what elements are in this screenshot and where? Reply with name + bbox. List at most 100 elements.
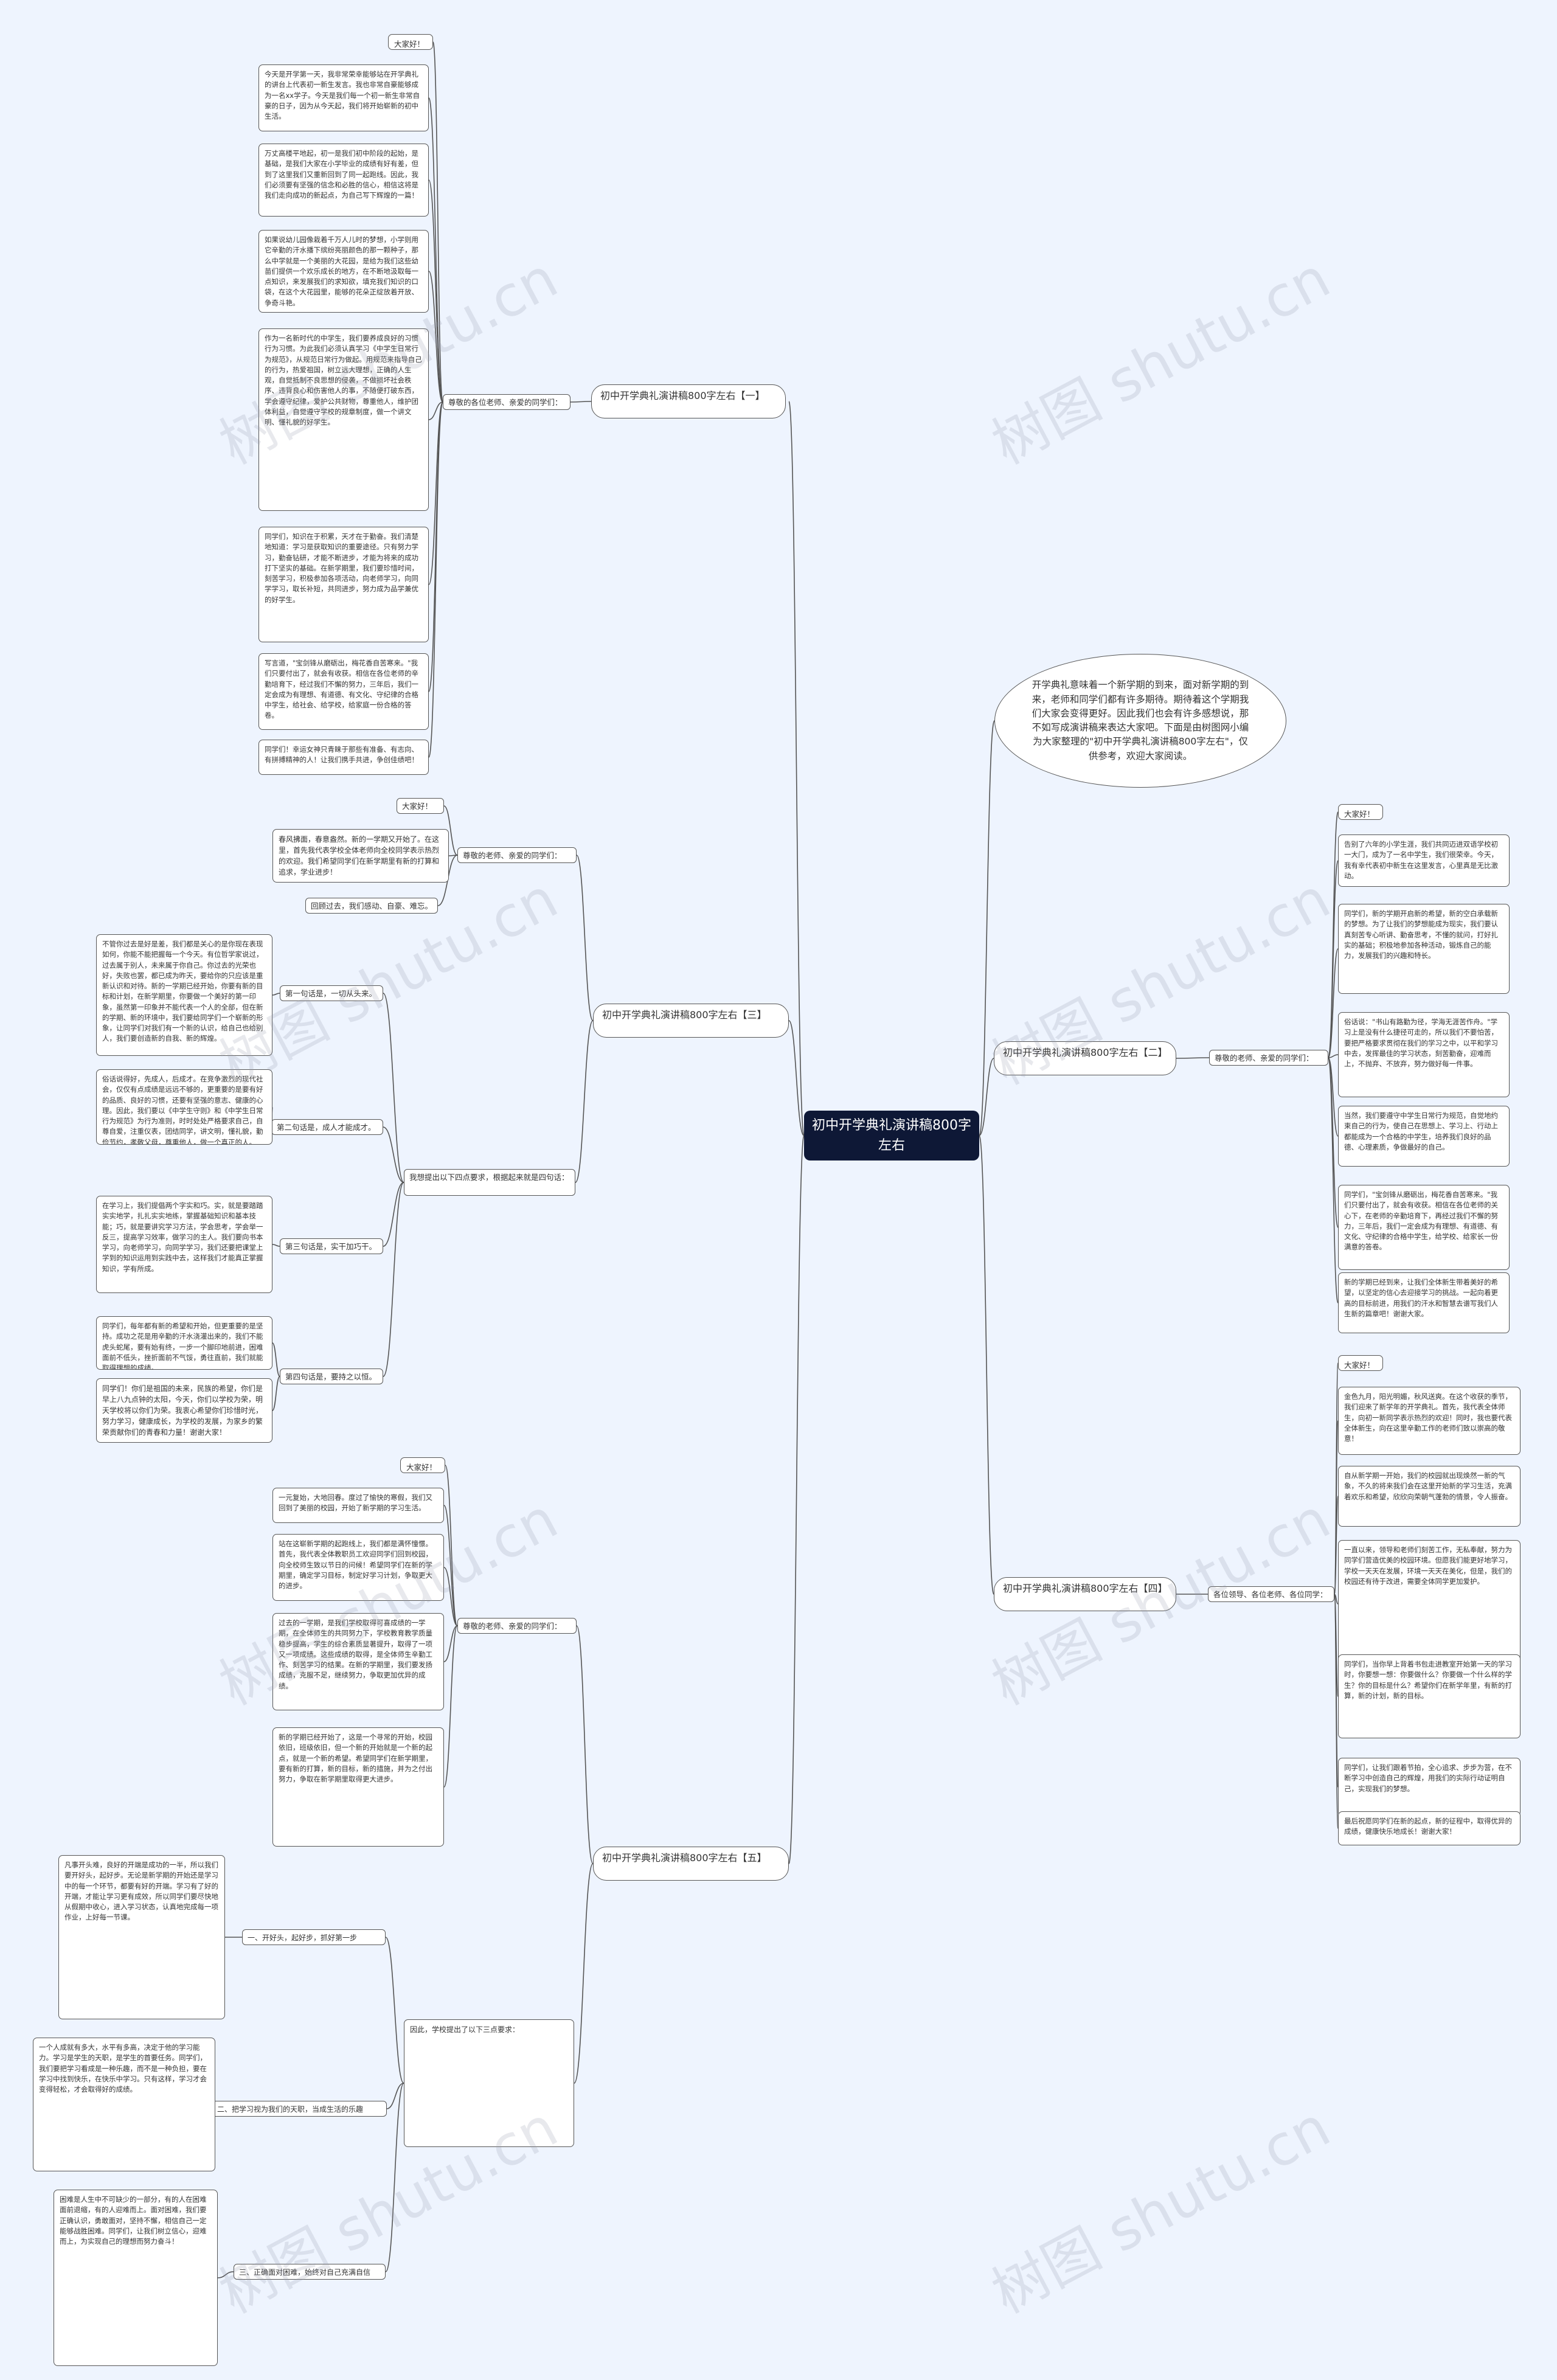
link-b1-p5	[428, 401, 443, 585]
branch-5-para-5: 新的学期已经开始了，这是一个寻常的开始，校园依旧，班级依旧，但一个新的开始就是一…	[272, 1727, 444, 1847]
branch-3-sub-1-text: 不管你过去是好是差，我们都是关心的是你现在表现如何，你能不能把握每一个今天。有位…	[96, 934, 272, 1056]
branch-5-para-3: 站在这崭新学期的起跑线上，我们都是满怀憧憬。首先，我代表全体教职员工欢迎同学们回…	[272, 1534, 444, 1601]
branch-4-para-5: 同学们，当你早上背着书包走进教室开始第一天的学习时，你要想一想：你要做什么？你要…	[1338, 1654, 1521, 1738]
branch-5-para-5-text: 新的学期已经开始了，这是一个寻常的开始，校园依旧，班级依旧，但一个新的开始就是一…	[279, 1733, 432, 1783]
branch-5-sub-3-text-text: 困难是人生中不可缺少的一部分，有的人在困难面前退缩，有的人迎难而上。面对困难，我…	[60, 2195, 207, 2246]
link-b2-p3	[1328, 1054, 1339, 1058]
branch-2-para-1-text: 大家好！	[1344, 810, 1375, 819]
root-node[interactable]: 初中开学典礼演讲稿800字左右	[804, 1111, 979, 1161]
branch-1-label: 初中开学典礼演讲稿800字左右【一】	[600, 390, 765, 401]
link-b5-p4	[443, 1625, 458, 1788]
branch-3-sub-4-text: 同学们，每年都有新的希望和开始，但更重要的是坚持。成功之花是用辛勤的汗水浇灌出来…	[96, 1316, 272, 1370]
link-b3-s0	[383, 993, 404, 1183]
branch-4-para-2-text: 金色九月，阳光明媚，秋风送爽。在这个收获的季节，我们迎来了新学年的开学典礼。首先…	[1344, 1392, 1512, 1443]
branch-2-greeting[interactable]: 尊敬的老师、亲爱的同学们：	[1209, 1050, 1328, 1066]
branch-4-greeting[interactable]: 各位领导、各位老师、各位同学：	[1208, 1586, 1334, 1602]
branch-1-greeting-text: 尊敬的各位老师、亲爱的同学们：	[448, 398, 563, 407]
branch-5-label: 初中开学典礼演讲稿800字左右【五】	[602, 1852, 767, 1864]
branch-3-sub-3-label: 第三句话是，实干加巧干。	[280, 1238, 383, 1254]
link-b2-p1	[1328, 860, 1339, 1058]
branch-3-sub-1-text-text: 不管你过去是好是差，我们都是关心的是你现在表现如何，你能不能把握每一个今天。有位…	[102, 940, 263, 1043]
branch-4-para-2: 金色九月，阳光明媚，秋风送爽。在这个收获的季节，我们迎来了新学年的开学典礼。首先…	[1338, 1387, 1521, 1455]
branch-1-para-7: 写言道，"宝剑锋从磨砺出，梅花香自苦寒来。"我们只要付出了，就会有收获。相信在各…	[258, 653, 429, 730]
branch-5-sub-1-label: 一、开好头，起好步，抓好第一步	[242, 1929, 386, 1945]
intro-node[interactable]: 开学典礼意味着一个新学期的到来，面对新学期的到来，老师和同学们都有许多期待。期待…	[994, 654, 1286, 788]
branch-5-para-2: 一元复始，大地回春。度过了愉快的寒假，我们又回到了美丽的校园，开始了新学期的学习…	[272, 1488, 444, 1523]
branch-5-sub-2-text: 一个人成就有多大，水平有多高，决定于他的学习能力。学习是学生的天职，是学生的首要…	[33, 2038, 215, 2171]
link-b1-p6	[428, 401, 443, 692]
link-b3-st0	[272, 993, 280, 996]
branch-3-para-1-text: 春风拂面，春意盎然。新的一学期又开始了。在这里，首先我代表学校全体老师向全校同学…	[279, 835, 440, 876]
link-b4-p2	[1334, 1496, 1339, 1595]
branch-4-label: 初中开学典礼演讲稿800字左右【四】	[1003, 1583, 1168, 1594]
branch-1-para-8-text: 同学们！幸运女神只青睐于那些有准备、有志向、有拼搏精神的人！让我们携手共进，争创…	[265, 745, 418, 765]
root-label: 初中开学典礼演讲稿800字左右	[812, 1118, 971, 1153]
branch-5-mid[interactable]: 因此，学校提出了以下三点要求：	[404, 2019, 574, 2147]
link-b3-end	[272, 1376, 280, 1411]
branch-2-para-4-text: 俗话说："书山有路勤为径，学海无涯苦作舟。"学习上是没有什么捷径可走的，所以我们…	[1344, 1018, 1498, 1068]
branch-1-para-3: 万丈高楼平地起，初一是我们初中阶段的起始，是基础，是我们大家在小学毕业的成绩有好…	[258, 144, 429, 217]
branch-5-para-2-text: 一元复始，大地回春。度过了愉快的寒假，我们又回到了美丽的校园，开始了新学期的学习…	[279, 1493, 432, 1513]
link-b5-s2	[385, 2083, 404, 2272]
link-b5-st2	[217, 2271, 234, 2278]
link-root-b3	[788, 1020, 805, 1136]
branch-4-para-4: 一直以来，领导和老师们刻苦工作，无私奉献，努力为同学们营造优美的校园环境。但愿我…	[1338, 1540, 1521, 1668]
link-b5-p3	[443, 1625, 458, 1662]
branch-2-title[interactable]: 初中开学典礼演讲稿800字左右【二】	[994, 1041, 1176, 1075]
branch-1-para-2-text: 今天是开学第一天，我非常荣幸能够站在开学典礼的讲台上代表初一新生发言。我也非常自…	[265, 70, 420, 120]
branch-4-para-6: 同学们，让我们跟着节拍，全心追求、步步为营，在不断学习中创造自己的辉煌，用我们的…	[1338, 1758, 1521, 1816]
branch-1-para-6: 同学们，知识在于积累，天才在于勤奋。我们清楚地知道：学习是获取知识的重要途径。只…	[258, 527, 429, 642]
branch-5-greeting[interactable]: 尊敬的老师、亲爱的同学们：	[457, 1618, 577, 1634]
link-b1-greet	[570, 401, 592, 403]
branch-5-sub-1-label-text: 一、开好头，起好步，抓好第一步	[248, 1934, 358, 1942]
branch-4-para-1: 大家好！	[1338, 1355, 1383, 1371]
branch-1-para-2: 今天是开学第一天，我非常荣幸能够站在开学典礼的讲台上代表初一新生发言。我也非常自…	[258, 64, 429, 131]
branch-2-greeting-text: 尊敬的老师、亲爱的同学们：	[1215, 1053, 1314, 1063]
branch-3-hello: 大家好！	[397, 798, 444, 814]
branch-2-para-2-text: 告别了六年的小学生涯，我们共同迈进双语学校初一大门，成为了一名中学生，我们很荣幸…	[1344, 840, 1498, 880]
link-b3-s3	[383, 1182, 404, 1377]
branch-2-para-5: 当然，我们要遵守中学生日常行为规范，自觉地约束自己的行为，使自己在思想上、学习上…	[1338, 1106, 1510, 1167]
branch-5-sub-3-label-text: 三、正确面对困难，始终对自己充满自信	[239, 2268, 371, 2277]
branch-4-para-3: 自从新学期一开始，我们的校园就出现焕然一新的气象，不久的将来我们会在这里开始新的…	[1338, 1466, 1521, 1527]
branch-4-para-7: 最后祝愿同学们在新的起点，新的征程中，取得优异的成绩，健康快乐地成长！谢谢大家！	[1338, 1811, 1521, 1845]
branch-5-para-4-text: 过去的一学期，是我们学校取得可喜成绩的一学期，在全体师生的共同努力下，学校教育教…	[279, 1618, 432, 1690]
branch-1-title[interactable]: 初中开学典礼演讲稿800字左右【一】	[591, 384, 786, 418]
branch-4-title[interactable]: 初中开学典礼演讲稿800字左右【四】	[994, 1577, 1176, 1611]
branch-2-para-3-text: 同学们，新的学期开启新的希望，新的空白承载新的梦想。为了让我们的梦想能成为现实，…	[1344, 909, 1498, 960]
branch-2-para-2: 告别了六年的小学生涯，我们共同迈进双语学校初一大门，成为了一名中学生，我们很荣幸…	[1338, 834, 1510, 887]
branch-5-greeting-text: 尊敬的老师、亲爱的同学们：	[463, 1622, 562, 1631]
branch-1-greeting[interactable]: 尊敬的各位老师、亲爱的同学们：	[443, 394, 570, 410]
branch-3-closing-text: 同学们！你们是祖国的未来，民族的希望，你们是早上八九点钟的太阳，今天，你们以学校…	[102, 1384, 263, 1437]
link-b2-p4	[1328, 1057, 1339, 1137]
branch-5-mid-text: 因此，学校提出了以下三点要求：	[410, 2025, 520, 2034]
branch-5-para-1-text: 大家好！	[406, 1463, 437, 1472]
link-b3-g0	[443, 805, 458, 856]
branch-5-title[interactable]: 初中开学典礼演讲稿800字左右【五】	[593, 1847, 789, 1881]
branch-3-greeting-text: 尊敬的老师、亲爱的同学们：	[463, 851, 562, 860]
branch-1-para-3-text: 万丈高楼平地起，初一是我们初中阶段的起始，是基础，是我们大家在小学毕业的成绩有好…	[265, 149, 418, 199]
link-b1-p2	[428, 179, 443, 403]
intro-text: 开学典礼意味着一个新学期的到来，面对新学期的到来，老师和同学们都有许多期待。期待…	[1032, 679, 1249, 762]
branch-3-closing: 同学们！你们是祖国的未来，民族的希望，你们是早上八九点钟的太阳，今天，你们以学校…	[96, 1378, 272, 1443]
branch-3-sub-1-label: 第一句话是，一切从头来。	[280, 985, 383, 1001]
link-b1-p4	[428, 401, 443, 420]
link-b1-p3	[428, 271, 443, 403]
branch-3-sub-2-label: 第二句话是，成人才能成才。	[271, 1119, 383, 1135]
link-b2-p0	[1328, 811, 1339, 1058]
branch-5-para-3-text: 站在这崭新学期的起跑线上，我们都是满怀憧憬。首先，我代表全体教职员工欢迎同学们回…	[279, 1539, 432, 1590]
branch-3-greeting[interactable]: 尊敬的老师、亲爱的同学们：	[457, 847, 577, 863]
link-root-b2	[979, 1058, 994, 1136]
branch-2-para-7: 新的学期已经到来，让我们全体新生带着美好的希望，以坚定的信心去迎接学习的挑战。一…	[1338, 1272, 1510, 1333]
branch-3-mid[interactable]: 我想提出以下四点要求，根据起来就是四句话：	[404, 1169, 575, 1196]
branch-4-para-7-text: 最后祝愿同学们在新的起点，新的征程中，取得优异的成绩，健康快乐地成长！谢谢大家！	[1344, 1817, 1512, 1836]
branch-1-para-7-text: 写言道，"宝剑锋从磨砺出，梅花香自苦寒来。"我们只要付出了，就会有收获。相信在各…	[265, 659, 418, 720]
link-root-b5	[788, 1135, 805, 1864]
branch-1-para-5-text: 作为一名新时代的中学生，我们要养成良好的习惯行为习惯。为此我们必须认真学习《中学…	[265, 334, 422, 426]
branch-4-para-4-text: 一直以来，领导和老师们刻苦工作，无私奉献，努力为同学们营造优美的校园环境。但愿我…	[1344, 1546, 1512, 1586]
branch-2-para-3: 同学们，新的学期开启新的希望，新的空白承载新的梦想。为了让我们的梦想能成为现实，…	[1338, 904, 1510, 994]
branch-3-para-1: 春风拂面，春意盎然。新的一学期又开始了。在这里，首先我代表学校全体老师向全校同学…	[272, 829, 449, 883]
branch-3-title[interactable]: 初中开学典礼演讲稿800字左右【三】	[593, 1004, 789, 1038]
